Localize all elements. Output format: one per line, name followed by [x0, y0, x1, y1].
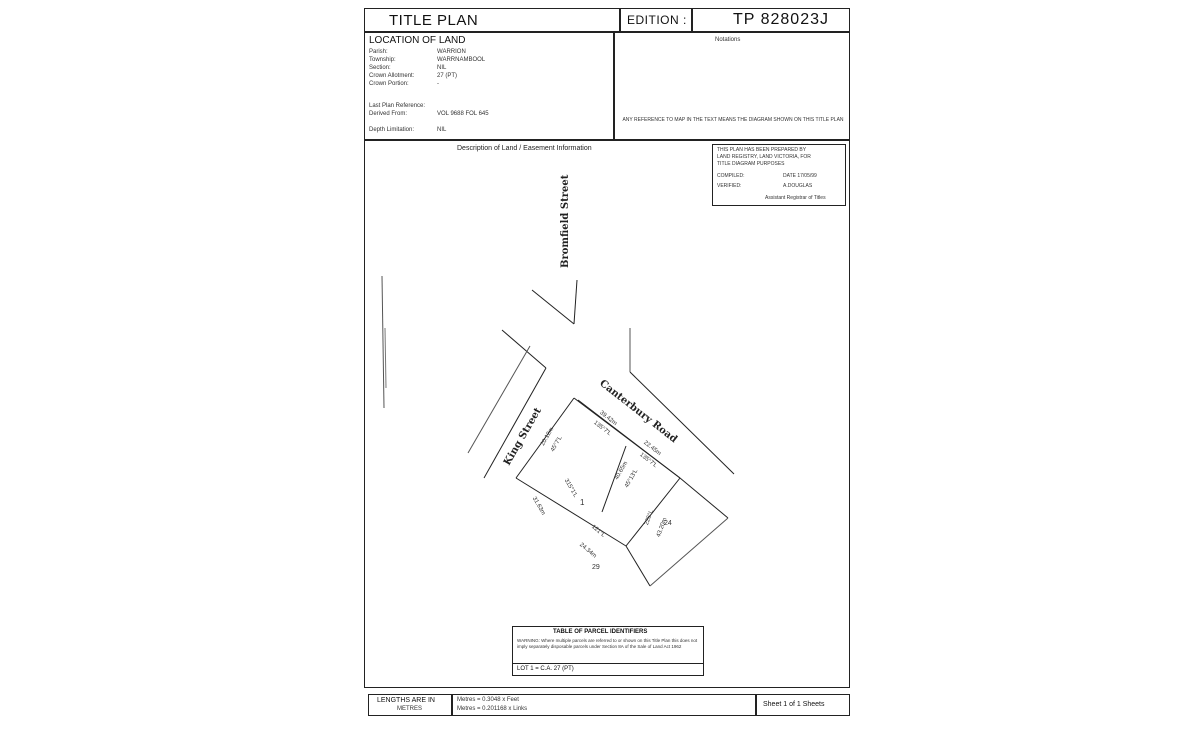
metres-links-note: Metres = 0.201168 x Links [457, 706, 528, 712]
compiled-value: DATE 17/05/99 [783, 173, 817, 179]
section-value: NIL [437, 65, 447, 71]
parish-label: Parish: [369, 49, 388, 55]
lot-boundary [625, 477, 681, 547]
adjoining-lot-label: 29 [592, 564, 600, 571]
plan-title: TITLE PLAN [389, 12, 479, 29]
lot-boundary [649, 517, 729, 587]
parcel-table-divider [513, 663, 703, 664]
canterbury-road-boundary [679, 477, 729, 519]
king-street-boundary [501, 329, 547, 369]
lengths-label: LENGTHS ARE IN [377, 697, 435, 704]
metres-feet-note: Metres = 0.3048 x Feet [457, 697, 519, 703]
parcel-table-heading: TABLE OF PARCEL IDENTIFIERS [553, 629, 648, 635]
compiled-line-2: LAND REGISTRY, LAND VICTORIA, FOR [717, 154, 811, 160]
parcel-table: TABLE OF PARCEL IDENTIFIERS WARNING: Whe… [512, 626, 704, 676]
compiled-label: COMPILED: [717, 173, 745, 179]
bromfield-street-boundary [531, 289, 575, 325]
parish-value: WARRION [437, 49, 466, 55]
notations-note: ANY REFERENCE TO MAP IN THE TEXT MEANS T… [622, 117, 844, 123]
lot-boundary [601, 445, 627, 513]
king-street-boundary [467, 345, 531, 454]
title-plan-sheet: TITLE PLAN EDITION : TP 828023J LOCATION… [364, 8, 850, 716]
plan-number-box: TP 828023J [692, 8, 850, 32]
lot-boundary [625, 545, 651, 587]
registrar-caption: Assistant Registrar of Titles [765, 195, 826, 201]
notations-box: Notations ANY REFERENCE TO MAP IN THE TE… [614, 32, 850, 140]
section-label: Section: [369, 65, 391, 71]
adjoining-lot-label: 24 [664, 520, 672, 527]
last-plan-label: Last Plan Reference: [369, 103, 426, 109]
compiled-box: THIS PLAN HAS BEEN PREPARED BY LAND REGI… [712, 144, 846, 206]
lengths-unit: METRES [397, 706, 423, 712]
crown-portion-value: - [437, 81, 439, 87]
location-box: LOCATION OF LAND Parish: WARRION Townshi… [364, 32, 614, 140]
derived-from-label: Derived From: [369, 111, 408, 117]
scan-mark [384, 327, 387, 389]
description-heading: Description of Land / Easement Informati… [457, 145, 592, 152]
bromfield-street-boundary [573, 279, 578, 325]
title-box: TITLE PLAN [364, 8, 620, 32]
lot-boundary [573, 397, 681, 479]
parcel-table-warning: WARNING: Where multiple parcels are refe… [517, 638, 698, 649]
location-heading: LOCATION OF LAND [369, 35, 466, 46]
footer-sheet-box: Sheet 1 of 1 Sheets [756, 694, 850, 716]
footer-lengths-box: LENGTHS ARE IN METRES [368, 694, 452, 716]
scan-mark [381, 275, 385, 409]
parcel-table-entry: LOT 1 = C.A. 27 (PT) [517, 666, 574, 672]
plan-number: TP 828023J [733, 11, 829, 28]
township-label: Township: [369, 57, 396, 63]
description-area: Description of Land / Easement Informati… [364, 140, 850, 688]
depth-limitation-value: NIL [437, 127, 447, 133]
edition-label: EDITION : [627, 13, 687, 27]
king-street-boundary [483, 367, 547, 479]
township-value: WARRNAMBOOL [437, 57, 486, 63]
notations-heading: Notations [715, 37, 741, 43]
compiled-line-3: TITLE DIAGRAM PURPOSES [717, 161, 785, 167]
plan-diagram [381, 275, 735, 587]
footer-conversion-box: Metres = 0.3048 x Feet Metres = 0.201168… [452, 694, 756, 716]
lot-boundary [515, 397, 575, 479]
lot-number-label: 1 [580, 498, 585, 507]
crown-portion-label: Crown Portion: [369, 81, 409, 87]
derived-from-value: VOL 9688 FOL 645 [437, 111, 489, 117]
lot-boundary [515, 477, 627, 547]
edition-box: EDITION : [620, 8, 692, 32]
verified-value: A.DOUGLAS [783, 183, 813, 189]
verified-label: VERIFIED: [717, 183, 742, 189]
depth-limitation-label: Depth Limitation: [369, 127, 415, 133]
crown-allotment-value: 27 (PT) [437, 73, 458, 79]
canterbury-road-boundary [629, 371, 735, 475]
crown-allotment-label: Crown Allotment: [369, 73, 415, 79]
bromfield-street-label: Bromfield Street [560, 174, 571, 268]
sheet-number: Sheet 1 of 1 Sheets [763, 701, 825, 708]
compiled-line-1: THIS PLAN HAS BEEN PREPARED BY [717, 147, 807, 153]
